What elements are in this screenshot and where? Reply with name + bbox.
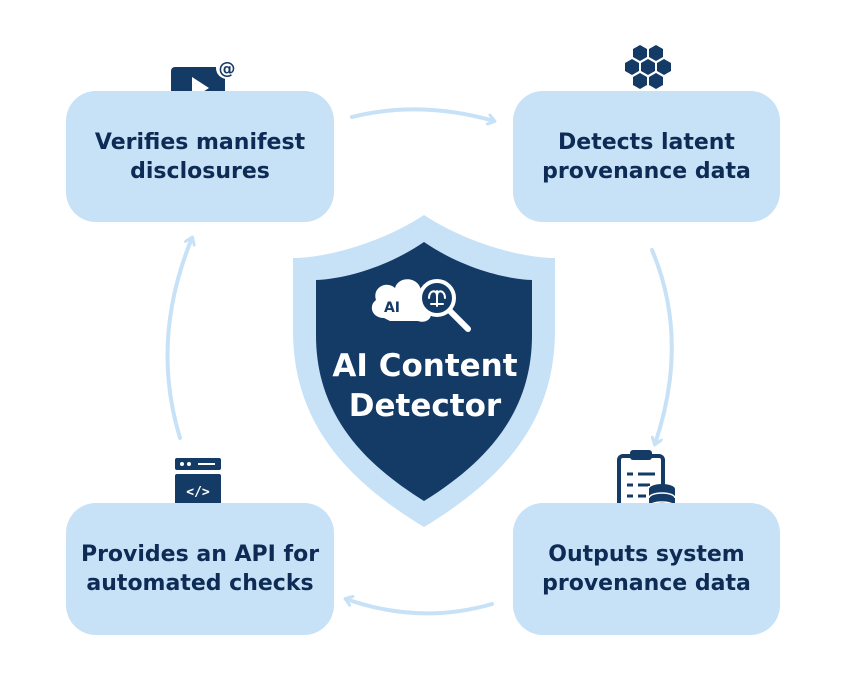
step-label-outputs-line1: Outputs system: [548, 542, 745, 567]
step-box-verify: Verifies manifest disclosures: [66, 91, 334, 222]
step-label-api: Provides an API for automated checks: [81, 540, 319, 598]
ai-magnifier-icon: AI: [371, 279, 471, 332]
arrow-left: [165, 238, 193, 440]
step-box-outputs: Outputs system provenance data: [513, 503, 780, 635]
step-box-detect: Detects latent provenance data: [513, 91, 780, 222]
step-box-api: Provides an API for automated checks: [66, 503, 334, 635]
step-label-verify-line1: Verifies manifest: [94, 129, 306, 155]
step-label-verify-line2: disclosures: [130, 158, 270, 184]
step-label-detect-line1: Detects latent: [558, 129, 735, 155]
svg-text:</>: </>: [186, 485, 210, 500]
hexagon-cluster-icon: [625, 45, 671, 89]
step-label-outputs: Outputs system provenance data: [542, 540, 751, 598]
center-title: AI Content Detector: [318, 346, 532, 426]
step-label-outputs-line2: provenance data: [542, 571, 751, 596]
step-label-api-line2: automated checks: [86, 571, 314, 596]
shield-inner: [316, 242, 532, 501]
svg-text:@: @: [219, 59, 236, 79]
step-label-detect: Detects latent provenance data: [542, 128, 751, 186]
step-label-detect-line2: provenance data: [542, 158, 751, 184]
center-title-line2: Detector: [348, 388, 502, 424]
step-label-api-line1: Provides an API for: [80, 542, 320, 567]
arrow-right: [650, 248, 674, 444]
center-title-line1: AI Content: [332, 348, 518, 384]
step-label-verify: Verifies manifest disclosures: [95, 128, 305, 186]
server-code-icon: </>: [175, 458, 221, 522]
arrow-top: [350, 107, 494, 121]
arrow-bottom: [346, 599, 494, 616]
ai-badge-text: AI: [384, 300, 400, 316]
